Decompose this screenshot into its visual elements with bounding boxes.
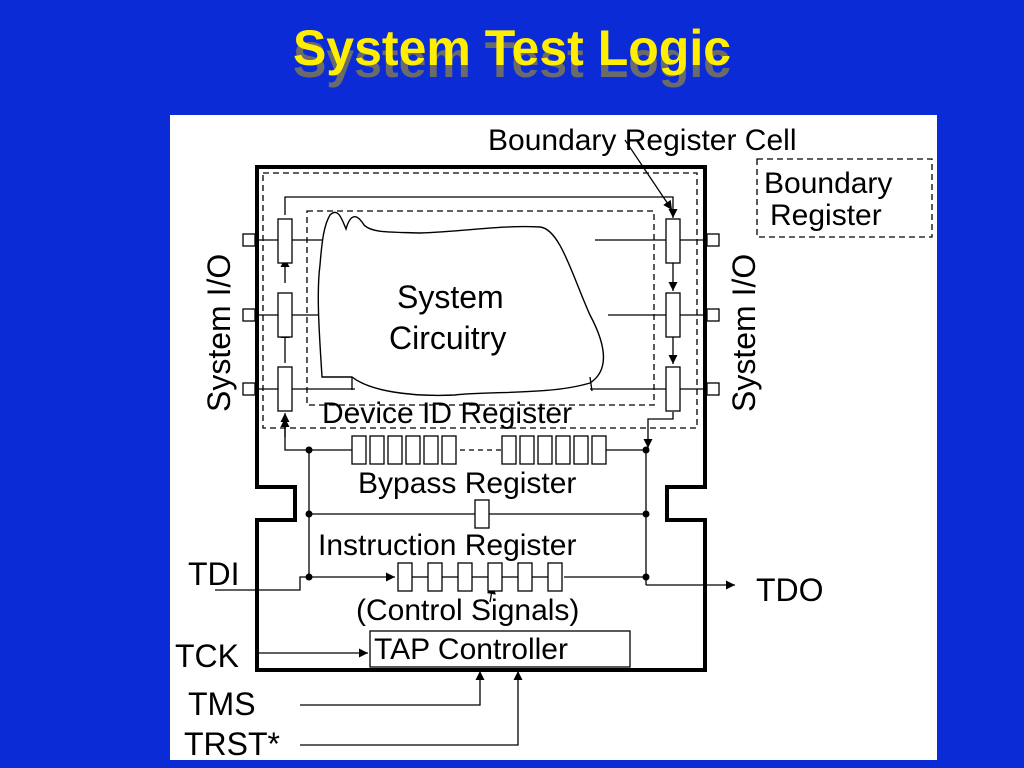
slide-title-shadow: System Test Logic [292, 32, 732, 88]
system-io-right-label: System I/O [726, 254, 762, 412]
slide-title-area: System Test Logic System Test Logic [0, 18, 1024, 98]
control-signals-label: (Control Signals) [356, 594, 579, 627]
system-circuitry-label-line2: Circuitry [389, 320, 506, 356]
tck-pin-label: TCK [175, 638, 239, 674]
bypass-register-cell [474, 499, 490, 529]
tdi-pin-label: TDI [188, 556, 240, 592]
io-pads [242, 233, 720, 396]
system-circuitry-label-line1: System [397, 279, 504, 315]
instruction-register-cells [397, 562, 563, 592]
tdo-pin-label: TDO [756, 572, 824, 608]
tap-controller-label: TAP Controller [374, 633, 568, 666]
boundary-register-cells [277, 218, 681, 412]
instruction-register-label: Instruction Register [318, 529, 576, 562]
system-circuitry-blob [317, 211, 605, 397]
system-circuitry-stubs [351, 376, 593, 392]
chip-outline [255, 165, 707, 672]
system-test-logic-diagram: Boundary Register Cell Boundary Register… [175, 124, 933, 760]
slide-title: System Test Logic [292, 20, 732, 76]
tap-controller-box [369, 630, 631, 668]
boundary-register-label-line1: Boundary [764, 167, 892, 200]
trst-pin-label: TRST* [184, 726, 280, 760]
tms-pin-label: TMS [188, 686, 256, 722]
boundary-register-legend-box [756, 158, 933, 238]
device-id-register-label: Device ID Register [322, 397, 572, 430]
boundary-register-label-line2: Register [770, 199, 882, 232]
device-id-register-cells [351, 435, 607, 465]
boundary-register-outline [262, 172, 698, 429]
bypass-register-label: Bypass Register [358, 467, 576, 500]
diagram-panel: Boundary Register Cell Boundary Register… [170, 115, 937, 760]
junction-dots [305, 446, 650, 581]
system-core-outline [306, 210, 655, 406]
system-io-left-label: System I/O [201, 254, 237, 412]
boundary-register-cell-label: Boundary Register Cell [488, 124, 796, 157]
